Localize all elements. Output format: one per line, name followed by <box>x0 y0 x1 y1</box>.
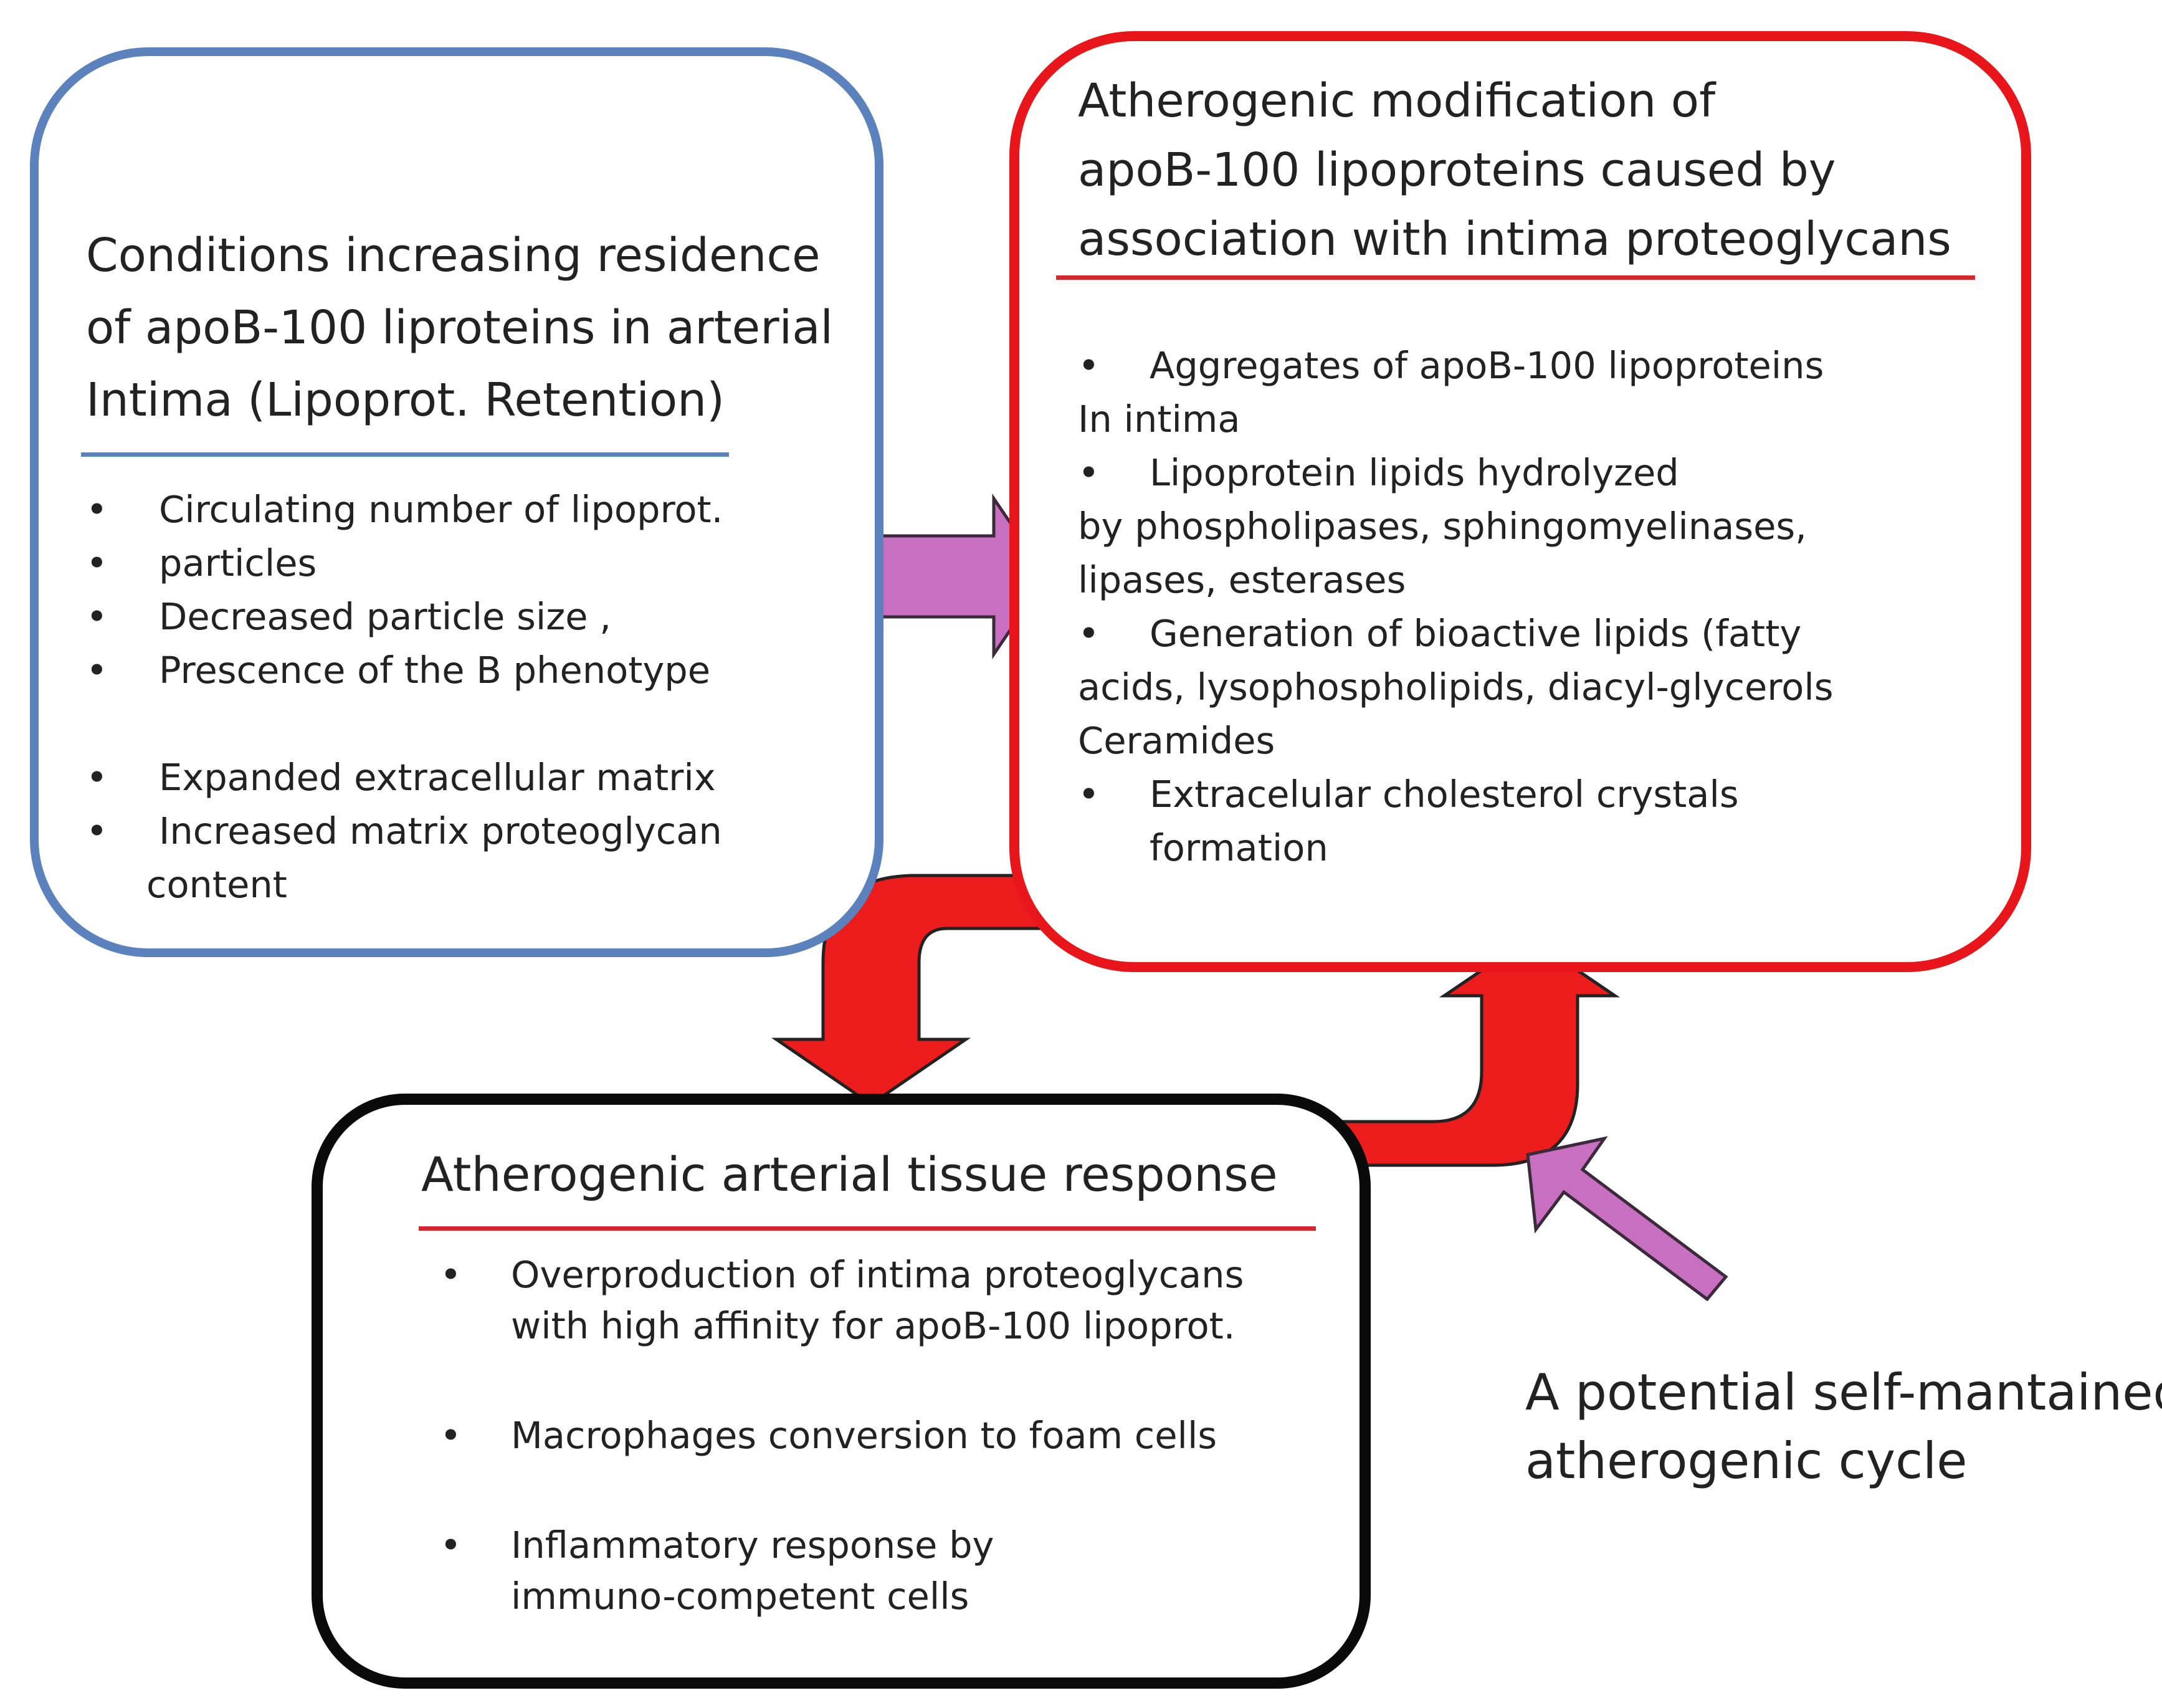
list-item: •Circulating number of lipoprot. <box>86 483 723 537</box>
modification-title-divider <box>1056 275 1975 280</box>
response-list: •Overproduction of intima proteoglycans … <box>440 1249 1244 1622</box>
retention-title-line: Intima (Lipoprot. Retention) <box>86 373 725 427</box>
list-item-continuation: by phospholipases, sphingomyelinases, <box>1078 505 1807 548</box>
list-item: •Expanded extracellular matrix <box>86 751 723 804</box>
list-item: •Inflammatory response by <box>440 1520 1244 1571</box>
bullet: • <box>86 488 108 531</box>
list-item: •Aggregates of apoB-100 lipoproteins <box>1078 339 1834 393</box>
modification-title-line: apoB-100 lipoproteins caused by <box>1078 143 1836 197</box>
list-item: •Extracelular cholesterol crystals <box>1078 768 1834 821</box>
list-item-continuation: formation <box>1150 826 1328 869</box>
list-item: •particles <box>86 537 723 590</box>
list-item-continuation: lipases, esterases <box>1078 558 1406 601</box>
retention-title-line: of apoB-100 liproteins in arterial <box>86 301 834 355</box>
retention-title-line: Conditions increasing residence <box>86 229 821 282</box>
bullet: • <box>86 809 108 852</box>
bullet: • <box>1078 773 1100 816</box>
list-item-continuation: Ceramides <box>1078 719 1275 762</box>
bullet: • <box>86 756 108 799</box>
list-item-continuation: In intima <box>1078 398 1241 441</box>
list-item: •Increased matrix proteoglycan <box>86 804 723 858</box>
bullet: • <box>1078 451 1100 494</box>
modification-list: •Aggregates of apoB-100 lipoproteins In … <box>1078 339 1834 875</box>
list-item-continuation: immuno-competent cells <box>511 1575 969 1618</box>
list-item: •Macrophages conversion to foam cells <box>440 1410 1244 1461</box>
list-item: •Overproduction of intima proteoglycans <box>440 1249 1244 1300</box>
list-item: •Generation of bioactive lipids (fatty <box>1078 607 1834 661</box>
tissue-response-box <box>312 1094 1371 1689</box>
bullet: • <box>86 542 108 584</box>
bullet: • <box>1078 344 1100 387</box>
retention-box-title: Conditions increasing residence of apoB-… <box>86 219 833 436</box>
list-item: •Prescence of the B phenotype <box>86 644 723 697</box>
retention-conditions-list: •Circulating number of lipoprot. •partic… <box>86 483 723 912</box>
modification-title-line: association with intima proteoglycans <box>1078 212 1951 266</box>
bullet: • <box>1078 612 1100 655</box>
list-item: •Decreased particle size , <box>86 590 723 644</box>
retention-conditions-box <box>30 47 883 957</box>
response-box-title: Atherogenic arterial tissue response <box>421 1147 1278 1202</box>
list-item-continuation: content <box>146 863 287 906</box>
retention-title-divider <box>81 452 729 457</box>
bullet: • <box>440 1414 462 1457</box>
cycle-caption-arrow <box>1526 1136 1728 1302</box>
cycle-caption: A potential self-mantained atherogenic c… <box>1525 1358 2162 1496</box>
list-item-continuation: with high affinity for apoB-100 lipoprot… <box>511 1304 1236 1347</box>
modification-box-title: Atherogenic modification of apoB-100 lip… <box>1078 67 1951 274</box>
bullet: • <box>86 595 108 638</box>
caption-line: atherogenic cycle <box>1525 1432 1968 1490</box>
list-item: •Lipoprotein lipids hydrolyzed <box>1078 446 1834 500</box>
bullet: • <box>440 1253 462 1296</box>
response-title-divider <box>419 1226 1316 1231</box>
modification-title-line: Atherogenic modification of <box>1078 74 1716 128</box>
bullet: • <box>86 649 108 692</box>
bullet: • <box>440 1524 462 1567</box>
list-item-continuation: acids, lysophospholipids, diacyl-glycero… <box>1078 666 1834 708</box>
atherogenic-modification-box <box>1009 31 2031 972</box>
caption-line: A potential self-mantained <box>1525 1363 2162 1421</box>
